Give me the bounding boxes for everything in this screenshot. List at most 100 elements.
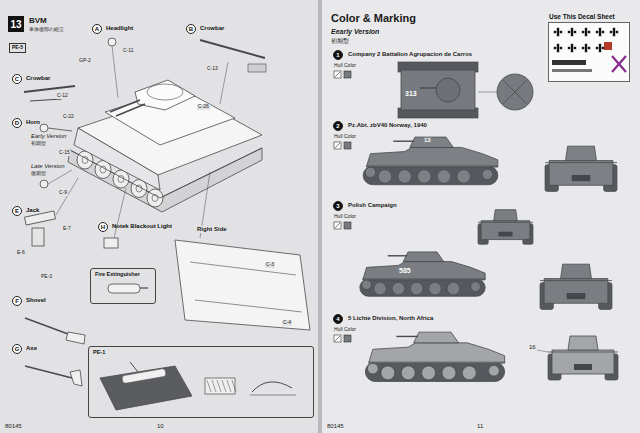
fender [70, 150, 160, 198]
headlight [108, 38, 116, 46]
fender [363, 278, 485, 279]
hull [369, 343, 505, 363]
part-label: 初期型 [30, 141, 47, 147]
idler [489, 365, 500, 376]
callout-letter: H [101, 224, 105, 231]
turret-top [147, 84, 183, 100]
exhaust [572, 175, 591, 181]
fender [160, 148, 262, 198]
part-label: Company 2 Battalion Agrupacion de Carros [347, 51, 473, 58]
turret [566, 146, 597, 160]
decal-sheet-frame: Use This Decal Sheet [548, 22, 630, 82]
color-chip [334, 142, 341, 149]
tank-rear-view [548, 336, 618, 380]
subassembly-callout: CCrowbar [12, 74, 22, 84]
panel-detail [195, 300, 302, 312]
wheel-hub [118, 176, 124, 183]
fender [540, 280, 612, 281]
turret [494, 210, 518, 221]
turret-marking [503, 80, 527, 104]
part-label: E-6 [16, 250, 26, 256]
callout-heading: Horn [26, 119, 40, 126]
road-wheel [422, 366, 436, 380]
horn-stem [48, 128, 72, 131]
part-label: Hull Color [333, 327, 357, 333]
marking-number: 3 [333, 201, 343, 211]
hull [401, 70, 475, 110]
hatching [232, 380, 236, 392]
hatching [207, 380, 211, 392]
part-label: 80145 [4, 423, 23, 430]
turret [135, 80, 195, 110]
road-wheel [401, 366, 415, 380]
machine-gun [420, 87, 436, 88]
road-wheel [442, 366, 456, 380]
hull [481, 221, 530, 240]
decal-sheet [548, 22, 630, 82]
hatching [222, 380, 226, 392]
part-label: C-15 [58, 150, 71, 156]
part-label: 車体後部の組立 [28, 27, 65, 33]
turret [561, 264, 592, 278]
pe-part [205, 378, 235, 394]
part-label: Hull Color [333, 214, 357, 220]
marking-number: 2 [333, 121, 343, 131]
turret [436, 78, 460, 102]
road-wheel [392, 282, 405, 295]
machine-gun [393, 141, 414, 142]
guide-line [48, 170, 72, 184]
road-wheel [418, 170, 431, 183]
callout-letter: A [95, 26, 99, 33]
step-number-box: 13 [8, 16, 24, 32]
road-wheel [437, 170, 450, 183]
tank-rear-view [545, 146, 617, 191]
fender [548, 352, 618, 353]
balkenkreuz [613, 28, 616, 37]
part-label: C-22 [62, 114, 75, 120]
step-number: 13 [10, 19, 21, 30]
balkenkreuz [585, 44, 588, 53]
tank-side-view [363, 137, 498, 185]
part-label: C-26 [197, 104, 210, 110]
turret-marking [503, 80, 527, 104]
axe-handle [25, 366, 72, 378]
crowbar [24, 86, 75, 92]
machine-gun [388, 255, 407, 256]
hull [544, 279, 608, 304]
turret [414, 332, 459, 343]
tank-rear-view [540, 264, 612, 309]
callout-heading: Jack [26, 207, 39, 214]
jack-base [32, 228, 44, 246]
part-label: Polish Campaign [347, 202, 398, 209]
fender [366, 166, 498, 167]
panel-detail [190, 262, 296, 275]
balkenkreuz [599, 44, 602, 53]
part-label: 16 [528, 344, 537, 351]
leader-line [478, 92, 497, 93]
wheel-hub [100, 166, 106, 173]
photo-etch-tag: PE-5 [9, 43, 26, 53]
guide-line [56, 178, 78, 215]
callout-heading: Axe [26, 345, 37, 352]
marking-number: 1 [333, 50, 343, 60]
part-label: 80145 [326, 423, 345, 430]
callout-letter: D [15, 120, 19, 127]
fire-extinguisher [108, 284, 140, 293]
callout-letter: F [15, 298, 19, 305]
sprocket [365, 167, 375, 177]
callout-letter: 4 [336, 316, 339, 323]
color-chip [344, 335, 351, 342]
part-label: Hull Color [333, 63, 357, 69]
part-number: PE-5 [12, 45, 23, 51]
subassembly-callout: EJack [12, 206, 22, 216]
road-wheel [374, 282, 387, 295]
turret-top-view [497, 74, 533, 110]
inset-heading: Fire Extinguisher [94, 271, 141, 277]
inset-heading: PE-1 [92, 349, 106, 355]
part-label: C-13 [206, 66, 219, 72]
road-wheel [410, 282, 423, 295]
part-label: C-3 [265, 262, 275, 268]
tank-number: 585 [398, 267, 412, 275]
decal-emblem [604, 42, 612, 50]
sprocket [368, 363, 379, 374]
